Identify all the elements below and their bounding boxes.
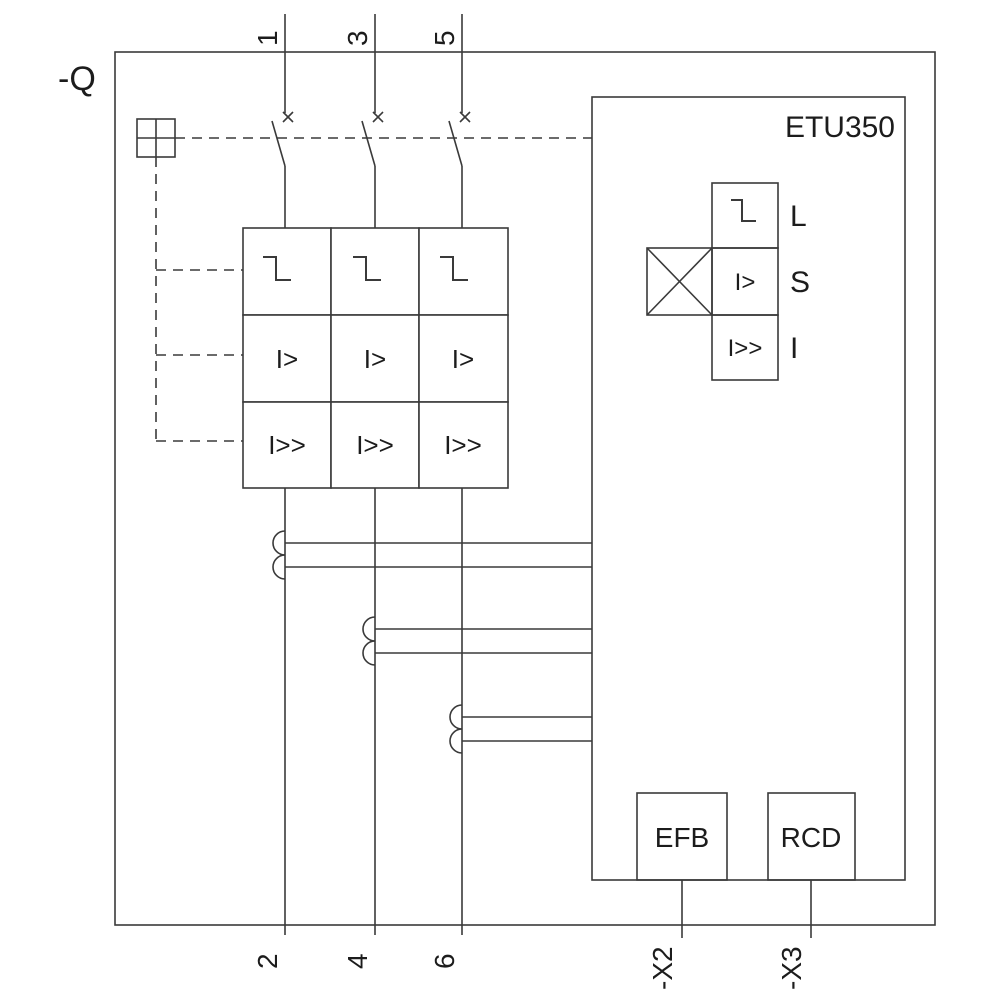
overload-symbol-pole-3: I> (452, 344, 474, 374)
terminal-label-2: 2 (252, 953, 283, 969)
overload-symbol-pole-2: I> (364, 344, 386, 374)
terminal-label-x3: -X3 (776, 946, 807, 990)
etu-function-label-l: L (790, 200, 807, 233)
terminal-label-1: 1 (252, 30, 283, 46)
etu-function-label-i: I (790, 332, 798, 365)
instantaneous-symbol-pole-3: I>> (444, 430, 482, 460)
current-transformer-icon-2 (362, 616, 592, 666)
device-outline (114, 51, 936, 926)
current-transformer-icon-3 (449, 704, 592, 754)
instantaneous-symbol-pole-2: I>> (356, 430, 394, 460)
trip-linkage-dashed-lines (155, 137, 592, 442)
etu-s-symbol: I> (735, 269, 756, 296)
breaker-contact-icon-3 (448, 111, 471, 167)
device-designation: -Q (58, 60, 96, 98)
trip-unit-label: ETU350 (785, 111, 895, 144)
breaker-contact-icon-2 (361, 111, 384, 167)
current-transformer-icon-1 (272, 530, 592, 580)
instantaneous-symbol-pole-1: I>> (268, 430, 306, 460)
inverse-time-curve-icon-etu (731, 199, 756, 222)
pole-protection-grid (242, 227, 509, 489)
etu-i-symbol: I>> (728, 335, 763, 362)
etu-function-boxes (646, 182, 779, 381)
etu-function-label-s: S (790, 266, 810, 299)
terminal-label-x2: -X2 (647, 946, 678, 990)
breaker-contact-icon-1 (271, 111, 294, 167)
rcd-module-label: RCD (781, 822, 842, 853)
overload-symbol-pole-1: I> (276, 344, 298, 374)
terminal-label-3: 3 (342, 30, 373, 46)
terminal-label-4: 4 (342, 953, 373, 969)
module-boxes (636, 792, 856, 938)
terminal-label-6: 6 (429, 953, 460, 969)
trip-unit-outline (591, 96, 906, 881)
terminal-label-5: 5 (429, 30, 460, 46)
mechanical-coupling-icon (136, 118, 176, 158)
inverse-time-curve-icon-poles (263, 256, 468, 281)
efb-module-label: EFB (655, 822, 709, 853)
